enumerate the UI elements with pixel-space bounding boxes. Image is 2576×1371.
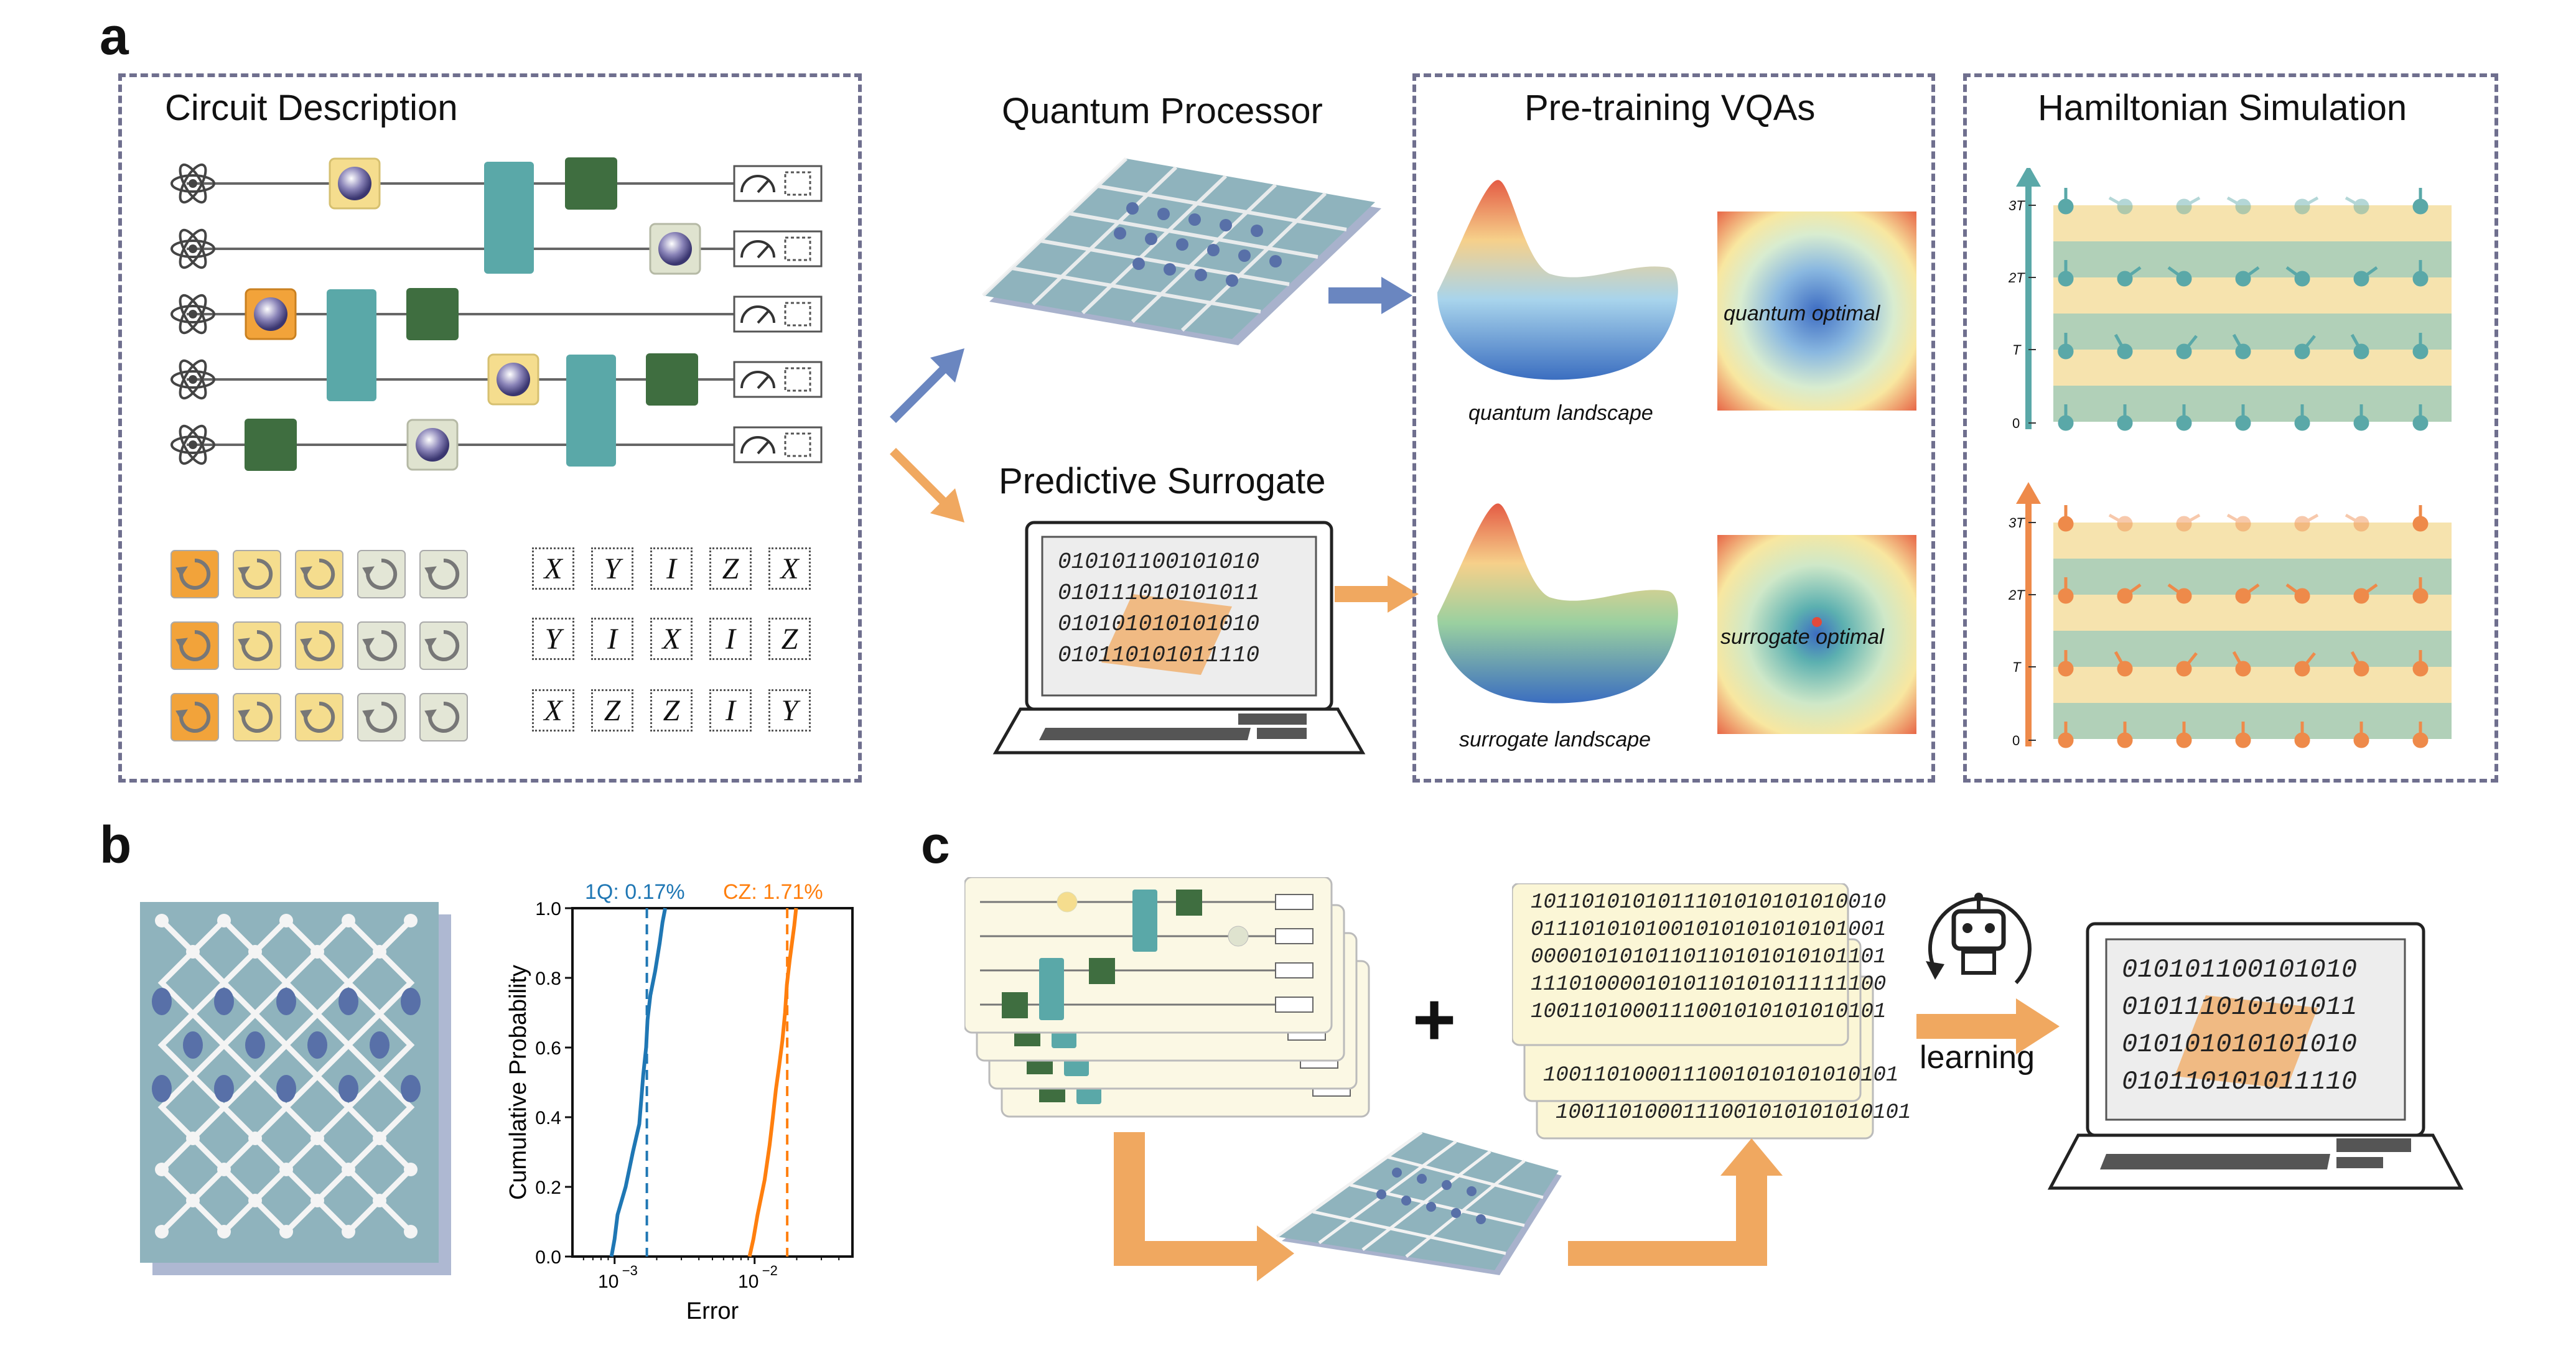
surrogate-optimal-label: surrogate optimal: [1720, 625, 1884, 649]
pauli-cell: X: [532, 547, 574, 590]
landscape-plots: [1437, 180, 1916, 734]
laptop-binary-line: 010101100101010: [1058, 549, 1260, 575]
pretraining-vqa-box: [1412, 73, 1935, 783]
x-tick-exponent: −2: [762, 1263, 778, 1278]
y-tick-label: 0.0: [535, 1247, 561, 1268]
surrogate-laptop: 010101100101010 010111010101011 01010101…: [989, 519, 1369, 756]
y-tick-label: 0.4: [535, 1108, 561, 1128]
pauli-cell: X: [532, 689, 574, 732]
annotation-cz: CZ: 1.71%: [723, 880, 823, 904]
surrogate-landscape-label: surrogate landscape: [1459, 728, 1651, 751]
series-1q-cdf: [609, 908, 668, 1257]
pauli-cell: Z: [650, 689, 693, 732]
x-tick-exponent: −3: [622, 1263, 638, 1278]
time-tick-2t: 2T: [2009, 270, 2025, 286]
pauli-cell: Y: [532, 618, 574, 660]
panel-label-c: c: [921, 816, 950, 874]
circuit-description-box: [118, 73, 862, 783]
pauli-cell: I: [709, 689, 752, 732]
laptop-binary-line: 010111010101011: [2122, 992, 2358, 1022]
laptop-binary-line: 010101010101010: [1058, 611, 1260, 637]
x-tick-label: 10: [738, 1271, 758, 1292]
pauli-cell: Z: [591, 689, 633, 732]
y-tick-label: 0.2: [535, 1178, 561, 1198]
binary-line: 1001101000111001010101010101: [1531, 1000, 1887, 1024]
pretraining-vqa-title: Pre-training VQAs: [1524, 88, 1816, 128]
x-tick-label: 10: [598, 1271, 618, 1292]
trained-surrogate-laptop: 010101100101010 010111010101011 01010101…: [2044, 921, 2467, 1194]
laptop-binary-line: 010101100101010: [2122, 955, 2358, 985]
pauli-cell: Y: [591, 547, 633, 590]
time-tick-0: 0: [2012, 416, 2020, 431]
hamiltonian-simulation-title: Hamiltonian Simulation: [2038, 88, 2407, 128]
y-axis-label: Cumulative Probability: [505, 965, 531, 1200]
y-tick-label: 0.6: [535, 1038, 561, 1059]
laptop-binary-line: 010110101011110: [1058, 643, 1260, 668]
chip-lattice: [140, 902, 451, 1275]
time-tick-t: T: [2012, 659, 2021, 675]
predictive-surrogate-title: Predictive Surrogate: [999, 461, 1326, 501]
binary-line: 1110100001010110101011111100: [1531, 973, 1887, 997]
learning-label: learning: [1920, 1039, 2035, 1076]
time-tick-t: T: [2012, 342, 2021, 358]
pauli-cell: I: [591, 618, 633, 660]
binary-line: 1011010101011101010101010010: [1531, 891, 1887, 914]
stacked-circuits: [964, 877, 1370, 1118]
laptop-binary-line: 010110101011110: [2122, 1067, 2358, 1097]
circuit-description-title: Circuit Description: [165, 88, 458, 128]
laptop-binary-line: 010101010101010: [2122, 1029, 2358, 1059]
measurement-data-stack: 1011010101011101010101010010 01110101010…: [1512, 883, 1911, 1145]
learning-arrow: [1916, 998, 2060, 1054]
annotation-1q: 1Q: 0.17%: [585, 880, 685, 904]
quantum-processor-chip: [981, 157, 1381, 345]
pauli-cell: X: [650, 618, 693, 660]
quantum-processor-title: Quantum Processor: [1002, 91, 1323, 131]
binary-line: 0111010101001010101010101001: [1531, 918, 1887, 942]
robot-icon: [1926, 893, 2032, 985]
surrogate-to-vqa-arrow: [1335, 575, 1419, 613]
circuit-diagram: [170, 157, 823, 741]
pauli-cell: I: [709, 618, 752, 660]
pauli-cell: Z: [709, 547, 752, 590]
x-axis-label: Error: [686, 1298, 739, 1324]
binary-line: 1001101000111001010101010101: [1556, 1101, 1911, 1125]
split-arrows: [890, 348, 964, 523]
chart-frame: [571, 907, 854, 1258]
series-cz-cdf: [747, 908, 798, 1257]
error-cdf-chart: 0.0 0.2 0.4 0.6 0.8 1.0 10 −3 10 −2 Cumulative P…: [505, 880, 854, 1324]
hamiltonian-spin-plots: [2016, 168, 2452, 748]
binary-line: 1001101000111001010101010101: [1543, 1064, 1899, 1087]
pauli-cell: I: [650, 547, 693, 590]
panel-label-a: a: [100, 7, 129, 65]
time-tick-0: 0: [2012, 733, 2020, 748]
panel-label-b: b: [100, 816, 132, 874]
pauli-cell: Z: [768, 618, 811, 660]
plus-sign: +: [1412, 978, 1457, 1061]
processor-to-vqa-arrow: [1328, 277, 1412, 314]
y-tick-label: 0.8: [535, 969, 561, 989]
time-tick-3t: 3T: [2009, 515, 2025, 531]
binary-line: 0000101010110110101010101101: [1531, 946, 1887, 969]
time-tick-2t: 2T: [2009, 587, 2025, 603]
laptop-binary-line: 010111010101011: [1058, 580, 1260, 606]
panel-c-flow: [1114, 1132, 1783, 1281]
pauli-cell: Y: [768, 689, 811, 732]
hamiltonian-simulation-box: [1963, 73, 2498, 783]
y-tick-label: 1.0: [535, 899, 561, 919]
quantum-optimal-label: quantum optimal: [1724, 302, 1880, 325]
pauli-cell: X: [768, 547, 811, 590]
time-tick-3t: 3T: [2009, 198, 2025, 213]
quantum-landscape-label: quantum landscape: [1468, 401, 1653, 425]
